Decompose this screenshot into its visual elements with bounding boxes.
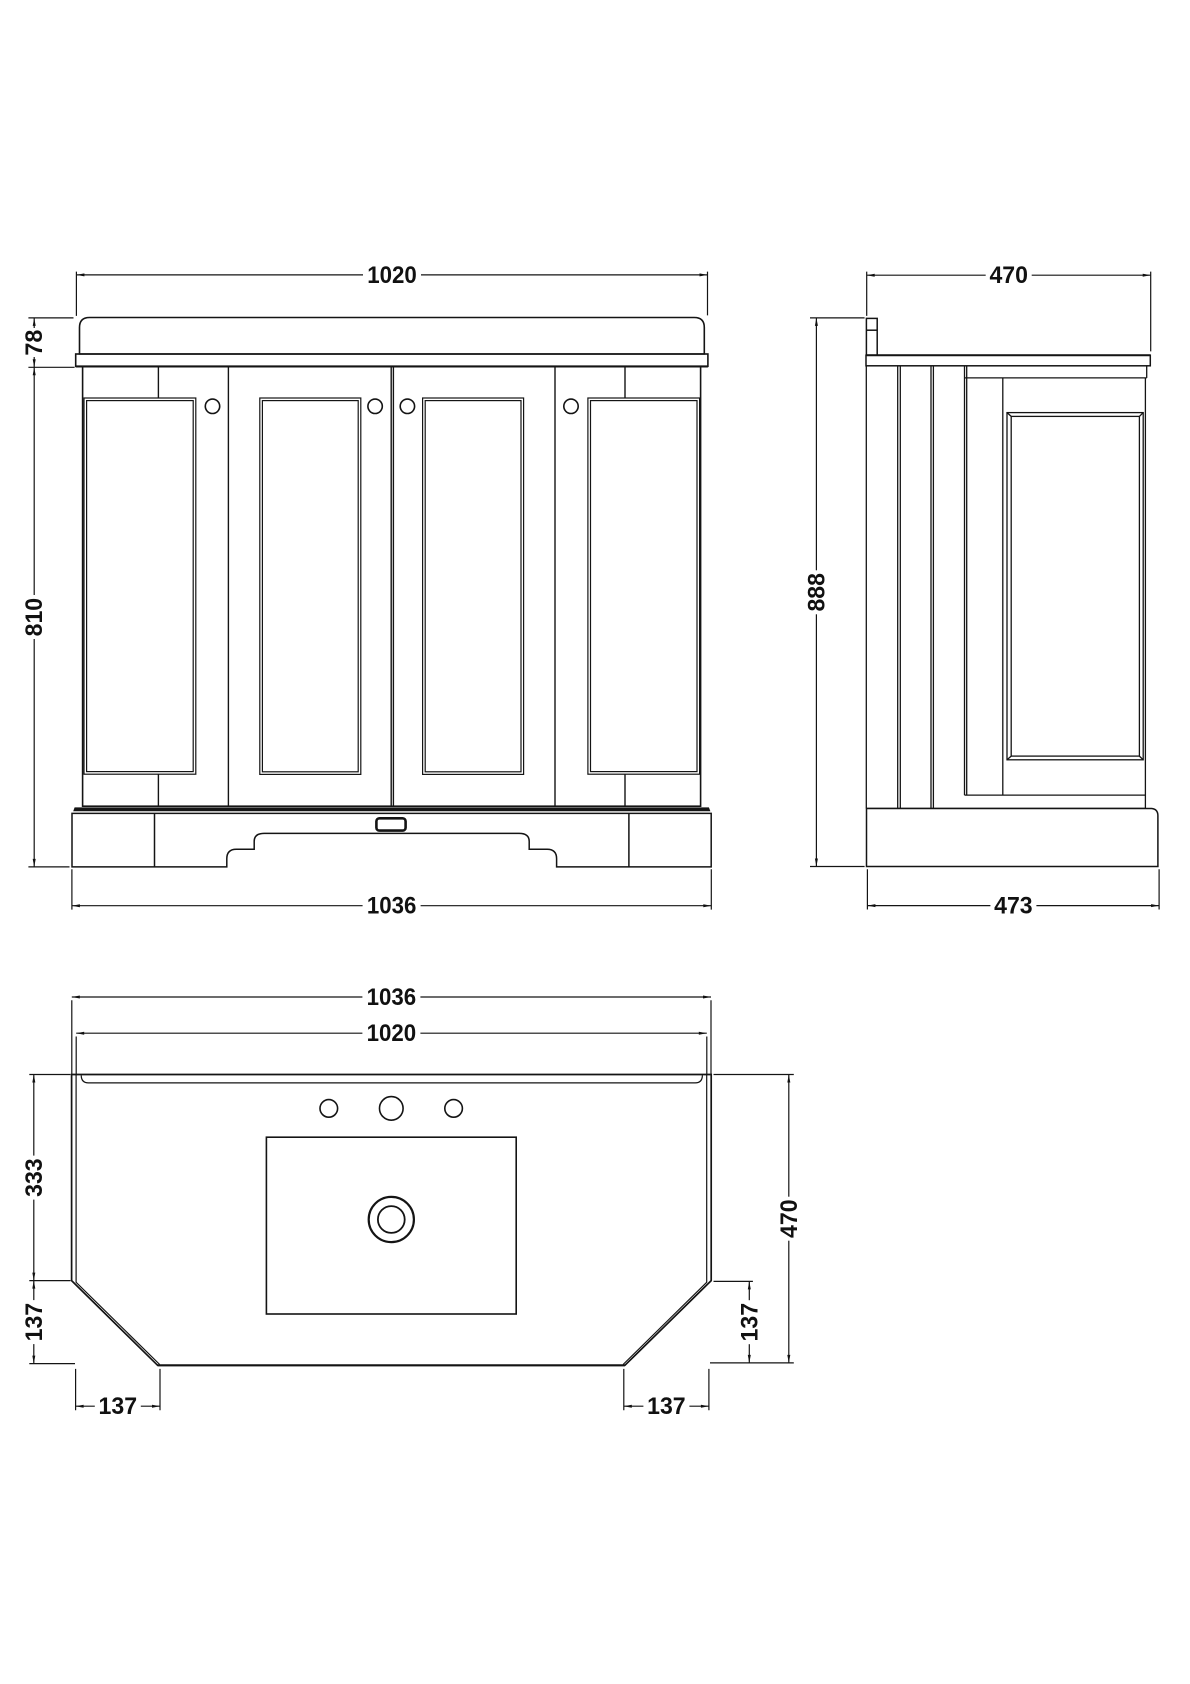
svg-text:470: 470 xyxy=(776,1199,803,1238)
svg-text:810: 810 xyxy=(21,598,48,637)
svg-text:137: 137 xyxy=(99,1393,138,1420)
svg-text:1020: 1020 xyxy=(367,262,417,289)
svg-text:473: 473 xyxy=(994,893,1033,920)
svg-text:137: 137 xyxy=(647,1393,686,1420)
svg-text:137: 137 xyxy=(21,1303,48,1342)
svg-text:1020: 1020 xyxy=(367,1020,417,1047)
svg-text:333: 333 xyxy=(21,1158,48,1197)
svg-text:470: 470 xyxy=(989,262,1028,289)
svg-text:137: 137 xyxy=(736,1303,763,1342)
svg-text:78: 78 xyxy=(21,330,48,356)
svg-text:888: 888 xyxy=(803,573,830,612)
svg-text:1036: 1036 xyxy=(367,893,417,920)
svg-text:1036: 1036 xyxy=(367,984,417,1011)
